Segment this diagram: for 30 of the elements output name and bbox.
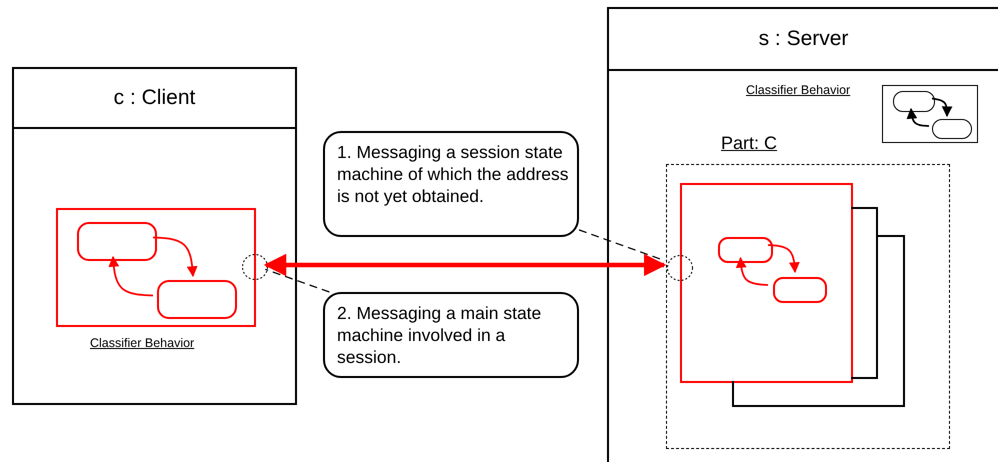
transition-arrow xyxy=(152,236,198,278)
state-box xyxy=(932,119,972,139)
message-arrow xyxy=(264,254,666,276)
object-box xyxy=(607,7,998,462)
note-text: 2. Messaging a main state machine involved in a session. xyxy=(337,302,542,368)
state-box xyxy=(773,277,827,303)
state-box xyxy=(718,237,773,263)
transition-arrow xyxy=(906,108,930,127)
leader-line xyxy=(265,268,330,293)
note-box xyxy=(323,292,579,378)
state-machine-frame xyxy=(882,85,978,143)
object-title: c : Client xyxy=(114,86,196,110)
state-box xyxy=(157,280,237,319)
note-box xyxy=(323,131,579,237)
state-machine-frame xyxy=(680,183,853,383)
transition-arrow xyxy=(108,256,154,296)
object-title: s : Server xyxy=(758,27,848,51)
caption-text: Classifier Behavior xyxy=(746,83,850,97)
object-box xyxy=(12,67,297,405)
port-circle xyxy=(242,254,268,280)
transition-arrow xyxy=(736,256,768,286)
transition-arrow xyxy=(932,98,953,118)
part-label: Part: C xyxy=(721,133,778,154)
caption-text: Classifier Behavior xyxy=(90,336,194,350)
transition-arrow xyxy=(768,244,800,274)
state-box xyxy=(77,222,157,261)
state-box xyxy=(893,91,935,112)
state-machine-frame xyxy=(56,208,256,327)
port-circle xyxy=(667,255,693,281)
note-text: 1. Messaging a session state machine of which the address is not yet obtained. xyxy=(337,141,569,207)
